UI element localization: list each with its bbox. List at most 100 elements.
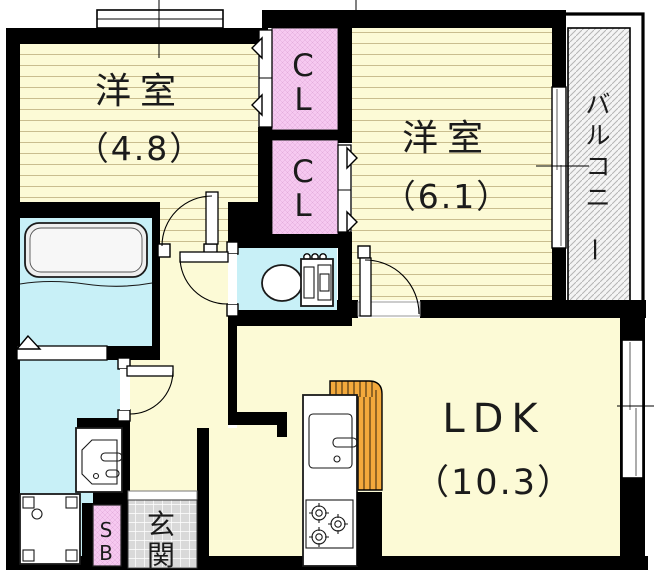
wall-ldk-nib-h (237, 412, 287, 425)
ldk-window (621, 339, 644, 479)
bedroom2-label: 洋室 (402, 118, 492, 159)
pan-corner (22, 496, 35, 509)
toilet-door-swing (179, 256, 228, 305)
wall-closet-mid (272, 130, 338, 140)
ldk-size: （10.3） (414, 463, 574, 503)
pan-corner (65, 549, 78, 562)
wall-top-right (262, 10, 566, 28)
wall-top-left (6, 28, 268, 44)
chevron-icon (251, 36, 263, 60)
toilet-door (179, 251, 229, 263)
wall-closet-right (338, 26, 352, 143)
bathroom-floor-line (19, 280, 153, 287)
faucet-icon (332, 437, 358, 448)
kitchen-side-wall (357, 492, 382, 566)
entrance-tiles (127, 499, 198, 569)
hall-ldk-passage (209, 428, 237, 556)
door-jamb (117, 409, 131, 422)
wall-above-vanity (77, 418, 122, 430)
bedroom2-door-swing (364, 259, 420, 315)
closet-doors (251, 29, 358, 234)
door-jamb (157, 243, 171, 258)
balcony-label: バルコニー (579, 90, 610, 262)
bedroom1-door (205, 191, 219, 245)
sink-drain (333, 455, 341, 463)
door-jamb (226, 303, 239, 317)
toilet-tank-detail (319, 273, 330, 292)
bedroom1-door-swing (161, 195, 213, 247)
entrance-label: 玄関 (147, 508, 175, 572)
wall-washroom-right (120, 418, 130, 568)
washroom-door (126, 365, 174, 377)
pan-corner (22, 549, 35, 562)
toilet-bowl (261, 264, 303, 302)
wall-bath-right (152, 202, 160, 360)
wall-toilet-top (228, 234, 352, 248)
kitchen-sink (308, 413, 353, 469)
gas-stove (305, 499, 354, 549)
washbasin-vanity (75, 427, 123, 493)
wall-toilet-bottom (228, 310, 352, 326)
wall-above-shoebox (93, 490, 122, 505)
faucet-icon (100, 452, 123, 462)
windows (96, 0, 654, 479)
wall-hall-ldk (228, 310, 237, 425)
counter-stripes (335, 381, 377, 490)
floors (20, 27, 620, 556)
balcony (566, 12, 645, 316)
wall-left (6, 28, 20, 570)
wall-entrance-ldk (197, 428, 209, 570)
chevron-icon (346, 146, 358, 170)
toilet-tank-detail (303, 266, 315, 299)
hallway-floor (160, 246, 228, 428)
bedroom2-balcony-window (551, 86, 567, 249)
doors (15, 191, 421, 422)
wall-bedroom2-bottom-b (420, 300, 646, 318)
bedroom1-floor (20, 44, 258, 202)
toilet (261, 253, 334, 307)
ldk-label: LDK (442, 396, 545, 442)
door-jamb (357, 245, 371, 259)
entrance-step (127, 490, 198, 501)
pan-corner (65, 496, 78, 509)
drain-dot (92, 472, 100, 480)
wall-ldk-nib-v (277, 412, 287, 437)
chevron-icon (15, 334, 42, 350)
wall-bath-wash-divider (107, 346, 160, 360)
washroom (19, 427, 123, 565)
shoe-box (92, 504, 122, 567)
entrance (92, 490, 198, 569)
washing-machine-pan (19, 493, 81, 565)
kitchen (302, 380, 383, 567)
bedroom2-size: （6.1） (383, 177, 511, 216)
washroom-door-swing (129, 370, 174, 415)
bedroom1-size: （4.8） (76, 129, 204, 168)
balcony-railing (566, 12, 645, 314)
wall-bedroom2-left (338, 232, 352, 316)
bathtub-inner (29, 227, 143, 273)
chevron-icon (346, 210, 358, 234)
soap-dish (105, 469, 120, 478)
wall-left-of-shoebox (82, 503, 93, 566)
wall-bedroom1-bath (20, 202, 160, 218)
kitchen-counter-edge (329, 380, 383, 491)
bedroom2-door (359, 257, 372, 317)
ldk-floor (237, 318, 620, 556)
washroom-doorway (120, 369, 130, 410)
washbasin-bowl (81, 439, 118, 485)
toilet-doorway (228, 254, 237, 304)
bathroom (19, 222, 153, 287)
kitchen-counter (302, 394, 358, 567)
bedroom1-label: 洋室 (95, 71, 185, 112)
bedroom2-doorway (357, 301, 421, 317)
pan-drain (31, 508, 43, 520)
chevron-icon (251, 93, 263, 117)
bedroom2-floor (352, 28, 552, 300)
wall-closet-left (258, 127, 272, 248)
